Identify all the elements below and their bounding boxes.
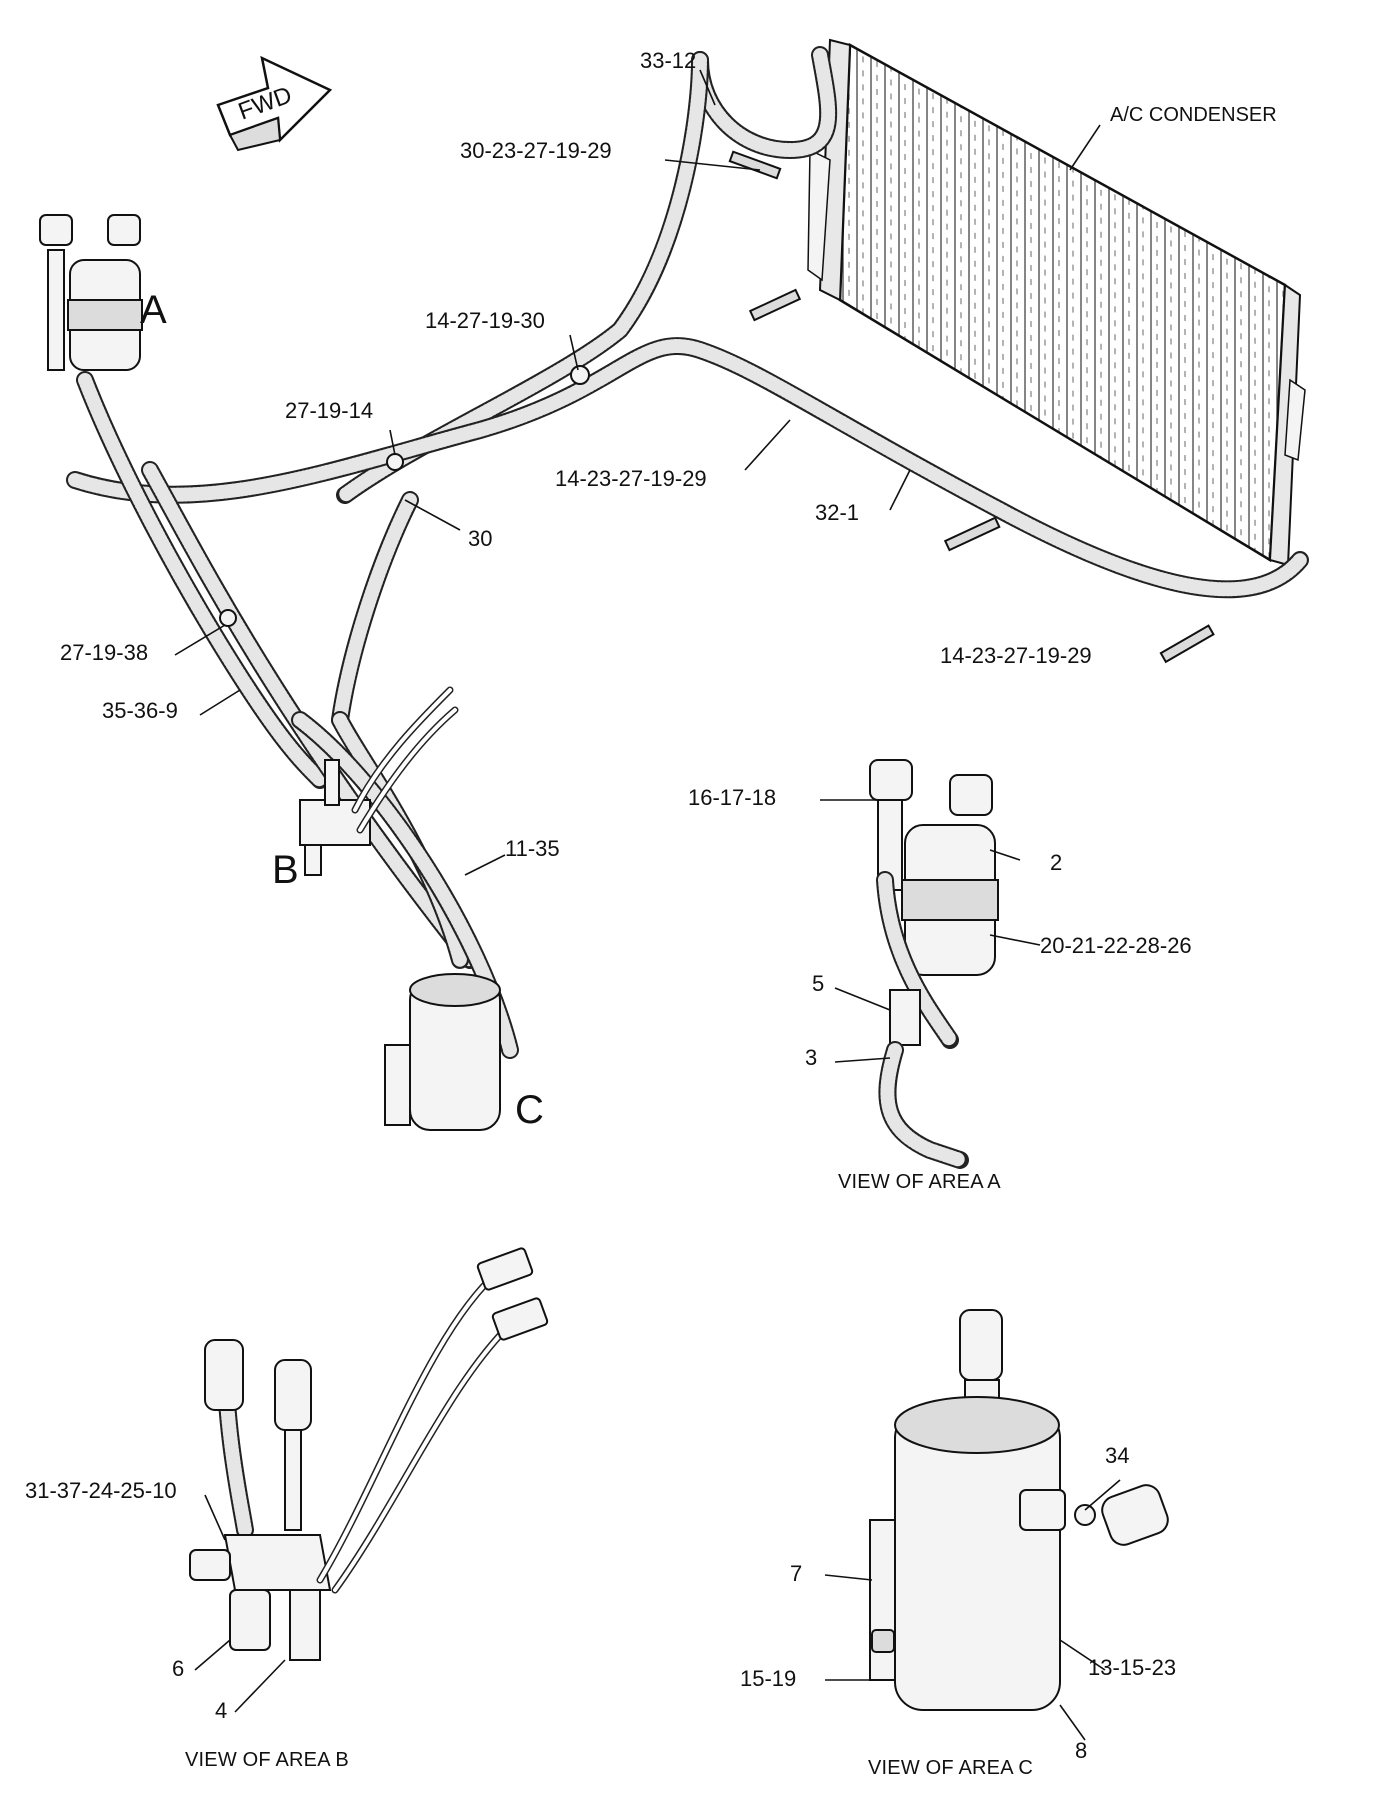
area-letter-b: B — [272, 848, 299, 892]
view-b-drawing — [189, 1247, 549, 1661]
view-c-callout-13-15-23: 13-15-23 — [1088, 1655, 1177, 1680]
view-a-drawing — [869, 759, 999, 1169]
callout-11-35: 11-35 — [505, 836, 560, 861]
callout-14-27-19-30: 14-27-19-30 — [425, 308, 545, 333]
view-b-caption: VIEW OF AREA B — [185, 1749, 349, 1771]
ac-condenser — [807, 38, 1306, 567]
hose-clamps — [219, 150, 1215, 664]
callout-30-23-27-19-29: 30-23-27-19-29 — [460, 138, 612, 163]
callout-30: 30 — [468, 526, 493, 551]
leader-lines — [174, 69, 1121, 1741]
callout-27-19-38: 27-19-38 — [60, 640, 149, 665]
view-c-callout-7: 7 — [790, 1561, 803, 1586]
callout-32-1: 32-1 — [815, 500, 860, 525]
view-a-callout-3: 3 — [805, 1045, 818, 1070]
view-b-callout-31-37-24-25-10: 31-37-24-25-10 — [25, 1478, 177, 1503]
fwd-arrow-icon — [216, 55, 333, 152]
component-b — [299, 686, 459, 876]
view-a-caption: VIEW OF AREA A — [838, 1171, 1001, 1193]
view-c-caption: VIEW OF AREA C — [868, 1757, 1034, 1779]
view-a-callout-16-17-18: 16-17-18 — [688, 785, 777, 810]
callout-35-36-9: 35-36-9 — [102, 698, 178, 723]
view-c-drawing — [869, 1309, 1169, 1711]
view-a-callout-2: 2 — [1050, 850, 1063, 875]
component-c — [384, 973, 501, 1131]
view-c-callout-34: 34 — [1105, 1443, 1130, 1468]
view-a-callout-20-21-22-28-26: 20-21-22-28-26 — [1040, 933, 1192, 958]
callout-14-23-27-19-29-a: 14-23-27-19-29 — [555, 466, 707, 491]
condenser-label: A/C CONDENSER — [1110, 104, 1277, 126]
area-letter-a: A — [140, 288, 167, 332]
callout-27-19-14: 27-19-14 — [285, 398, 374, 423]
view-b-callout-4: 4 — [215, 1698, 228, 1723]
view-b-callout-6: 6 — [172, 1656, 185, 1681]
hose-lines — [66, 46, 1309, 1059]
view-a-callout-5: 5 — [812, 971, 825, 996]
view-c-callout-8: 8 — [1075, 1738, 1088, 1763]
callout-14-23-27-19-29-b: 14-23-27-19-29 — [940, 643, 1092, 668]
component-a — [39, 214, 143, 371]
callout-33-12: 33-12 — [640, 48, 697, 73]
area-letter-c: C — [515, 1088, 544, 1132]
view-c-callout-15-19: 15-19 — [740, 1666, 797, 1691]
